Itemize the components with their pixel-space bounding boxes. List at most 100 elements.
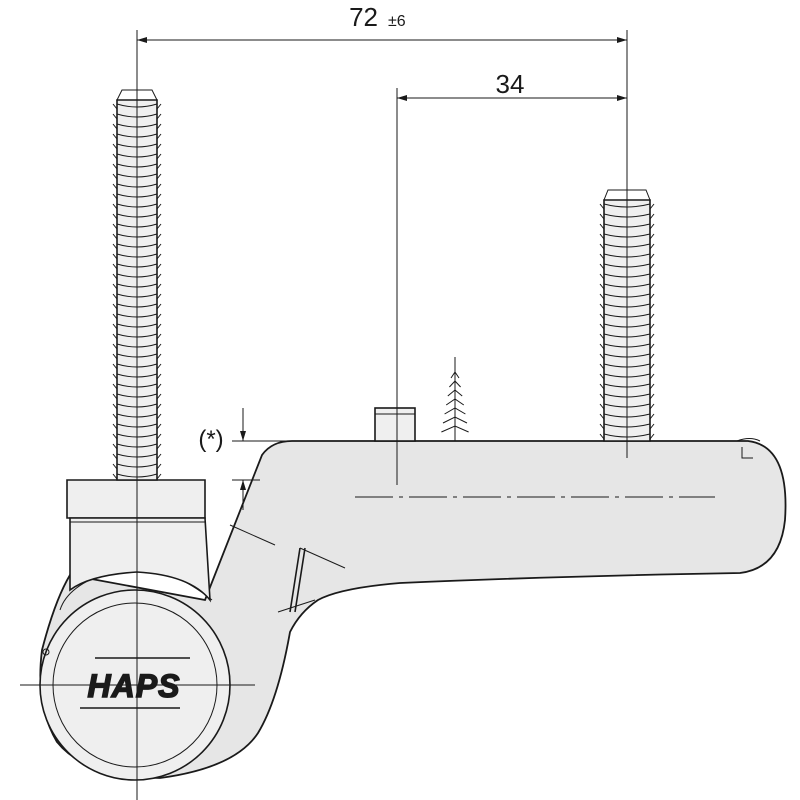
thread-crest [599,303,605,310]
thread-crest [649,333,655,340]
thread-crest [112,263,118,270]
thread-crest [112,183,118,190]
thread-crest [156,323,162,330]
thread-crest [599,263,605,270]
thread-crest [112,463,118,470]
thread-crest [599,223,605,230]
thread-crest [599,213,605,220]
thread-crest [112,373,118,380]
thread-crest [156,273,162,280]
thread-crest [156,293,162,300]
thread-crest [156,463,162,470]
thread-crest [156,413,162,420]
dimension-72-tolerance: ±6 [388,13,406,30]
thread-crest [649,213,655,220]
thread-crest [156,133,162,140]
small-spike [441,357,469,441]
spike-barb [447,389,463,397]
thread-crest [112,203,118,210]
thread-crest [156,183,162,190]
thread-crest [649,393,655,400]
thread-crest [599,283,605,290]
thread-crest [156,473,162,480]
thread-crest [599,413,605,420]
locating-pin [374,407,416,442]
thread-crest [112,143,118,150]
thread-crest [112,413,118,420]
thread-crest [156,383,162,390]
thread-crest [112,383,118,390]
thread-crest [649,233,655,240]
thread-crest [112,243,118,250]
thread-crest [599,343,605,350]
thread-crest [112,213,118,220]
thread-crest [112,443,118,450]
spike-barb [442,416,468,424]
thread-crest [156,443,162,450]
thread-crest [156,453,162,460]
thread-crest [156,123,162,130]
thread-crest [599,383,605,390]
logo-text: HAPS [88,668,181,704]
thread-crest [649,313,655,320]
thread-crest [156,113,162,120]
spike-barb [449,380,461,388]
thread-crest [112,403,118,410]
thread-crest [599,403,605,410]
thread-crest [156,213,162,220]
thread-crest [156,253,162,260]
thread-crest [649,413,655,420]
thread-crest [649,373,655,380]
spike-barb [444,407,466,415]
thread-crest [599,423,605,430]
thread-crest [112,283,118,290]
thread-crest [112,233,118,240]
thread-crest [156,353,162,360]
center-lines [20,30,715,800]
thread-crest [599,363,605,370]
thread-crest [649,423,655,430]
thread-crest [112,273,118,280]
spike-barb [450,371,460,379]
thread-crest [156,403,162,410]
spike-barb [445,398,465,406]
thread-crest [599,393,605,400]
thread-crest [112,343,118,350]
thread-crest [112,393,118,400]
thread-crest [649,303,655,310]
thread-crest [112,193,118,200]
thread-crest [156,173,162,180]
thread-crest [156,243,162,250]
thread-crest [112,363,118,370]
thread-crest [156,333,162,340]
thread-crest [649,243,655,250]
thread-crest [649,223,655,230]
height-note-label: (*) [198,426,223,453]
thread-crest [112,323,118,330]
thread-crest [599,253,605,260]
thread-crest [156,423,162,430]
thread-crest [649,293,655,300]
thread-crest [649,273,655,280]
thread-crest [156,283,162,290]
thread-crest [156,263,162,270]
thread-crest [599,233,605,240]
thread-crest [649,203,655,210]
thread-crest [649,433,655,440]
thread-crest [156,143,162,150]
thread-crest [112,113,118,120]
thread-crest [112,173,118,180]
thread-crest [156,343,162,350]
dimension-height-note: (*) [198,408,292,510]
thread-crest [649,353,655,360]
thread-crest [599,313,605,320]
thread-crest [112,353,118,360]
thread-crest [649,403,655,410]
thread-crest [649,383,655,390]
thread-crest [156,233,162,240]
thread-crest [112,453,118,460]
thread-crest [156,303,162,310]
thread-crest [649,283,655,290]
spike-barb [441,425,469,433]
